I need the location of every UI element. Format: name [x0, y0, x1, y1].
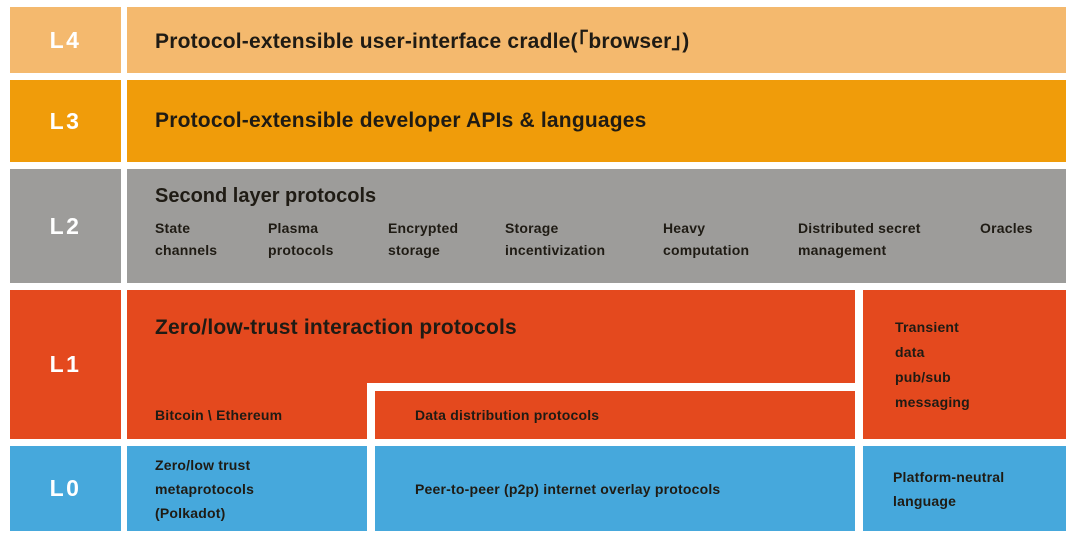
layer-bar-l0: Zero/low trust metaprotocols (Polkadot) …: [127, 446, 1066, 531]
layer-bar-l1: Zero/low-trust interaction protocols Bit…: [127, 290, 1066, 439]
l2-item-plasma-protocols: Plasma protocols: [268, 220, 334, 258]
l1-transient-messaging-box: Transient data pub/sub messaging: [863, 290, 1066, 439]
layer-title-l2: Second layer protocols: [155, 185, 377, 207]
layer-row-l0: L0 Zero/low trust metaprotocols (Polkado…: [10, 446, 1066, 531]
l2-item-state-channels: State channels: [155, 220, 218, 258]
layer-bar-l2: Second layer protocols State channels Pl…: [127, 169, 1066, 283]
l2-item-distributed-secret-management: Distributed secret management: [798, 220, 921, 258]
layer-row-l4: L4 Protocol-extensible user-interface cr…: [10, 7, 1066, 73]
l2-item-encrypted-storage: Encrypted storage: [388, 220, 459, 258]
web3-stack-diagram: L4 Protocol-extensible user-interface cr…: [10, 7, 1066, 531]
l0-p2p-overlay-label: Peer-to-peer (p2p) internet overlay prot…: [415, 480, 721, 497]
l2-item-storage-incentivization: Storage incentivization: [505, 220, 606, 258]
l1-main-box: Zero/low-trust interaction protocols Bit…: [127, 290, 855, 439]
layer-label-l2: L2: [10, 169, 121, 283]
layer-label-l0: L0: [10, 446, 121, 531]
layer-row-l2: L2 Second layer protocols State channels…: [10, 169, 1066, 283]
l2-item-heavy-computation: Heavy computation: [663, 220, 750, 258]
l0-metaprotocols-box: Zero/low trust metaprotocols (Polkadot): [127, 446, 367, 531]
layer-title-l1: Zero/low-trust interaction protocols: [155, 316, 517, 339]
l1-bitcoin-ethereum-label: Bitcoin \ Ethereum: [155, 407, 283, 423]
layer-label-l3: L3: [10, 80, 121, 162]
l1-data-distribution-box: Data distribution protocols: [375, 391, 855, 439]
l1-divider-horizontal: [367, 383, 855, 391]
layer-row-l1: L1 Zero/low-trust interaction protocols …: [10, 290, 1066, 439]
layer-label-l1: L1: [10, 290, 121, 439]
layer-label-l4: L4: [10, 7, 121, 73]
l1-data-distribution-label: Data distribution protocols: [415, 407, 600, 423]
layer-title-l3: Protocol-extensible developer APIs & lan…: [155, 109, 647, 132]
layer-bar-l3: Protocol-extensible developer APIs & lan…: [127, 80, 1066, 162]
layer-bar-l4: Protocol-extensible user-interface cradl…: [127, 7, 1066, 73]
l1-transient-messaging-label: Transient data pub/sub messaging: [895, 318, 970, 410]
layer-row-l3: L3 Protocol-extensible developer APIs & …: [10, 80, 1066, 162]
l0-platform-neutral-label: Platform-neutral language: [893, 468, 1005, 509]
l0-p2p-overlay-box: Peer-to-peer (p2p) internet overlay prot…: [375, 446, 855, 531]
layer-title-l4: Protocol-extensible user-interface cradl…: [155, 30, 690, 53]
l1-divider-vertical: [367, 383, 375, 439]
l0-metaprotocols-label: Zero/low trust metaprotocols (Polkadot): [155, 456, 255, 521]
l1-bitcoin-ethereum-cell: Bitcoin \ Ethereum: [127, 391, 367, 439]
l0-platform-neutral-box: Platform-neutral language: [863, 446, 1066, 531]
l2-item-oracles: Oracles: [980, 220, 1033, 236]
